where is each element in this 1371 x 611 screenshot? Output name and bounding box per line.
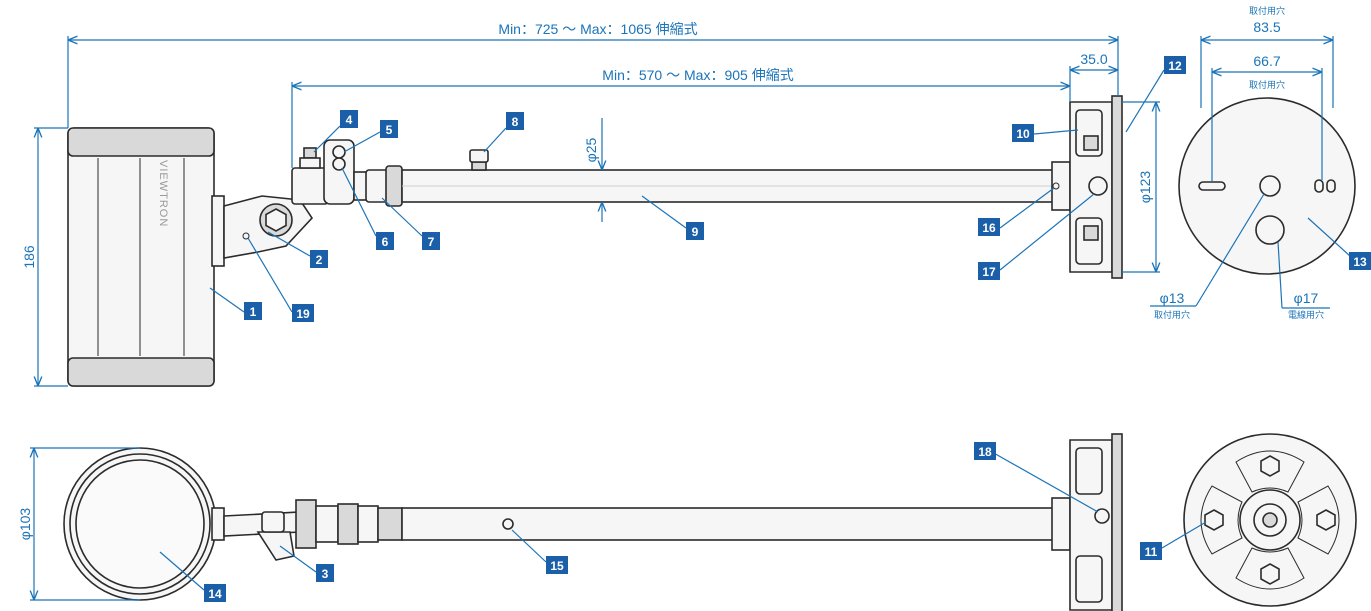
dim-arm-length: Min：570 ～ Max：905 伸縮式 [602,67,793,83]
camera-housing-front [63,447,225,601]
base-plate-bottom [1051,433,1123,611]
svg-text:11: 11 [1145,545,1158,559]
svg-text:5: 5 [386,123,393,137]
callout-2: 2 [310,250,328,268]
pan-clamp [291,139,355,205]
callout-4: 4 [340,110,358,128]
svg-text:6: 6 [382,235,389,249]
svg-text:3: 3 [322,567,329,581]
dim-lens-diameter: φ103 [17,508,33,541]
callout-3: 3 [316,564,334,582]
dim-cable-hole-label: 電線用穴 [1288,309,1324,320]
callout-10: 10 [1012,124,1034,142]
callout-14: 14 [204,584,226,602]
callout-7: 7 [422,232,440,250]
svg-text:1: 1 [250,305,257,319]
callout-19: 19 [292,304,314,322]
svg-text:16: 16 [982,221,996,235]
callout-8: 8 [506,112,524,130]
callout-5: 5 [380,120,398,138]
svg-text:14: 14 [208,587,222,601]
callout-6: 6 [376,232,394,250]
svg-text:18: 18 [978,445,992,459]
dim-center-hole-label: 取付用穴 [1154,309,1190,320]
dim-center-hole: φ13 [1160,290,1185,306]
bracket-bottom [223,499,403,561]
dim-cable-hole: φ17 [1294,290,1319,306]
callout-9: 9 [686,222,704,240]
dim-base-diameter: φ123 [1137,171,1153,204]
base-plate-rear [1183,433,1357,607]
svg-text:19: 19 [296,307,310,321]
dim-overall-length: Min：725 ～ Max：1065 伸縮式 [498,21,697,37]
dim-housing-height: 186 [21,245,37,269]
callout-17: 17 [978,262,1000,280]
callout-18: 18 [974,442,996,460]
svg-text:17: 17 [982,265,996,279]
base-plate-front [1178,97,1356,275]
callout-16: 16 [978,218,1000,236]
callout-13: 13 [1349,252,1371,270]
dim-mount-span-inner: 66.7 [1253,53,1280,69]
svg-text:12: 12 [1168,59,1182,73]
svg-text:8: 8 [512,115,519,129]
dim-base-offset: 35.0 [1080,51,1107,67]
svg-text:10: 10 [1016,127,1030,141]
callout-1: 1 [244,302,262,320]
extension-pipe [401,149,1055,203]
dim-mount-span-outer: 83.5 [1253,19,1280,35]
svg-text:7: 7 [428,235,435,249]
pipe-coupling [353,165,403,207]
svg-text:13: 13 [1353,255,1367,269]
svg-text:4: 4 [346,113,353,127]
base-plate-side [1051,95,1123,279]
dim-mount-span-outer-label: 取付用穴 [1249,5,1285,16]
svg-text:2: 2 [316,253,323,267]
tilt-bracket [223,195,314,259]
callout-12: 12 [1164,56,1186,74]
housing-logo: VIEWTRON [157,160,169,227]
callout-11: 11 [1140,542,1162,560]
svg-text:15: 15 [550,559,564,573]
dim-mount-span-inner-label: 取付用穴 [1249,79,1285,90]
camera-housing-side: VIEWTRON [67,127,225,387]
callout-15: 15 [546,556,568,574]
dim-pipe-diameter: φ25 [583,137,599,162]
extension-pipe-bottom [401,507,1055,541]
svg-text:9: 9 [692,225,699,239]
